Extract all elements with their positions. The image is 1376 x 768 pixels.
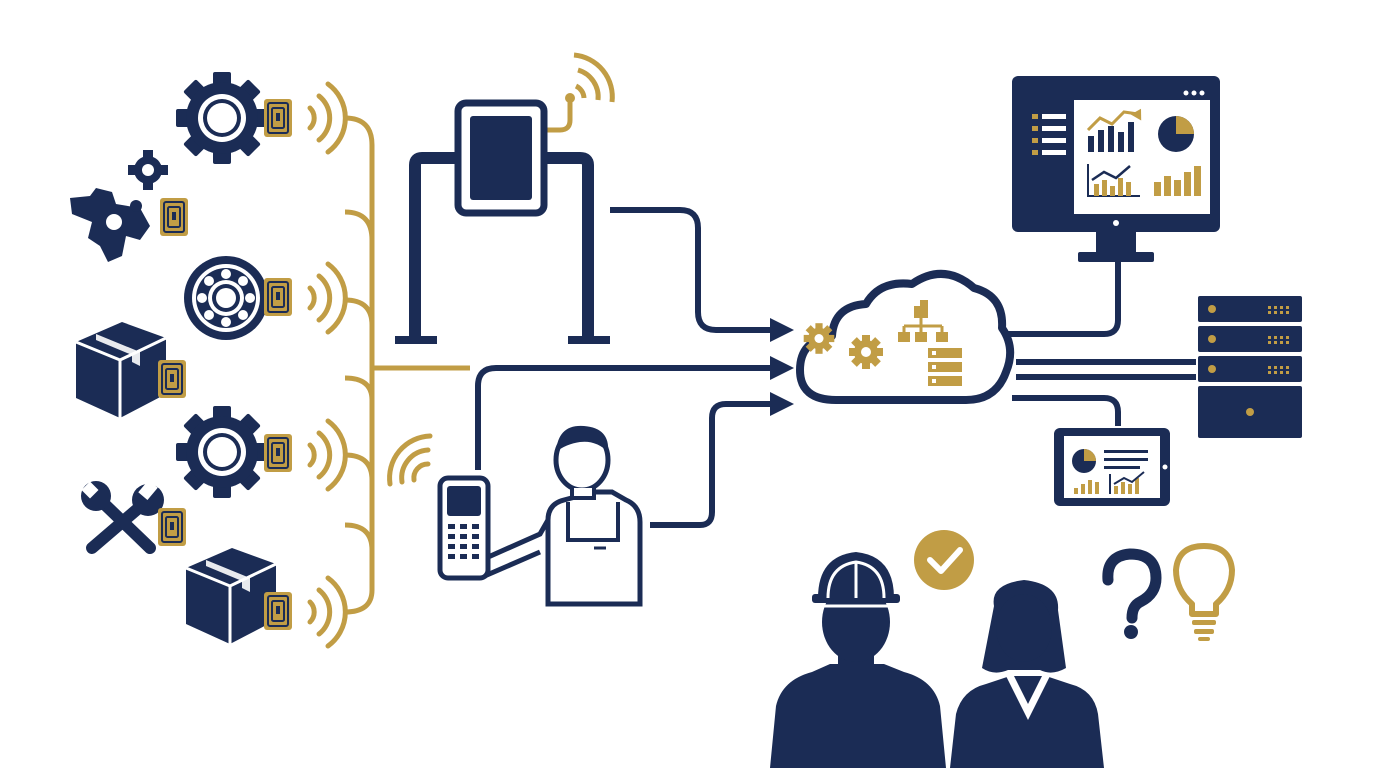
rfid-tag-icon (263, 433, 293, 473)
navy-flow-lines (475, 207, 1196, 528)
tagged-item-gear-2 (176, 406, 345, 498)
manager-person-icon (950, 580, 1104, 768)
sidebar-list-icon (1032, 114, 1066, 155)
question-icon (1102, 548, 1162, 624)
tagged-item-box-1 (74, 320, 187, 420)
gold-bar-chart-icon (1154, 166, 1201, 196)
portal-reader-icon (395, 99, 610, 344)
gold-bus-lines (344, 100, 573, 615)
bar-trend-chart-icon (1086, 108, 1142, 152)
lightbulb-icon (1173, 543, 1235, 617)
rfid-tag-icon (263, 591, 293, 631)
gear-icon (849, 335, 883, 369)
bearing-icon (184, 256, 268, 340)
rfid-tag-icon (263, 98, 293, 138)
handheld-scanner-icon (437, 475, 491, 581)
signal-waves-icon (310, 421, 345, 489)
box-icon (184, 546, 278, 646)
rfid-tag-icon (157, 507, 187, 547)
rfid-portal-reader (395, 52, 615, 344)
lightbulb-idea (1173, 543, 1235, 641)
server-rack (1198, 296, 1302, 438)
tagged-item-gear-1 (176, 72, 345, 164)
gear-icon (803, 323, 835, 354)
handheld-signal-waves-icon (387, 433, 433, 487)
tagged-item-box-2 (184, 546, 345, 646)
operator-person-icon (479, 425, 643, 607)
gear-icon (176, 406, 268, 498)
database-icon (928, 348, 962, 386)
check-icon (914, 530, 974, 590)
gears-cluster-icon (70, 150, 168, 262)
question-mark (1102, 548, 1162, 639)
signal-waves-icon (310, 578, 345, 646)
signal-waves-icon (310, 84, 345, 152)
rfid-tag-icon (159, 197, 189, 237)
tablet-report (1054, 428, 1170, 506)
tagged-item-gears-cluster (70, 150, 189, 262)
decision-makers (770, 552, 1104, 768)
box-icon (74, 320, 168, 420)
signal-waves-icon (310, 264, 345, 332)
rfid-tag-icon (263, 277, 293, 317)
tools-icon (81, 480, 164, 554)
line-chart-icon (1087, 164, 1140, 197)
engineer-person-icon (770, 552, 946, 768)
cloud-platform (796, 269, 1015, 404)
tagged-item-bearing (184, 256, 345, 340)
server-icon (1198, 296, 1302, 438)
tagged-item-tools (81, 480, 187, 554)
dashboard-monitor (1012, 76, 1220, 262)
approval-check-badge (914, 530, 974, 590)
org-chart-icon (898, 300, 948, 342)
flow-arrowheads (770, 318, 794, 416)
gear-icon (176, 72, 268, 164)
handheld-operator (387, 425, 643, 607)
antenna-icon (565, 52, 615, 103)
rfid-tag-icon (157, 359, 187, 399)
pie-chart-icon (1158, 116, 1194, 152)
tablet-icon (1054, 428, 1170, 506)
monitor-icon (1012, 76, 1220, 262)
